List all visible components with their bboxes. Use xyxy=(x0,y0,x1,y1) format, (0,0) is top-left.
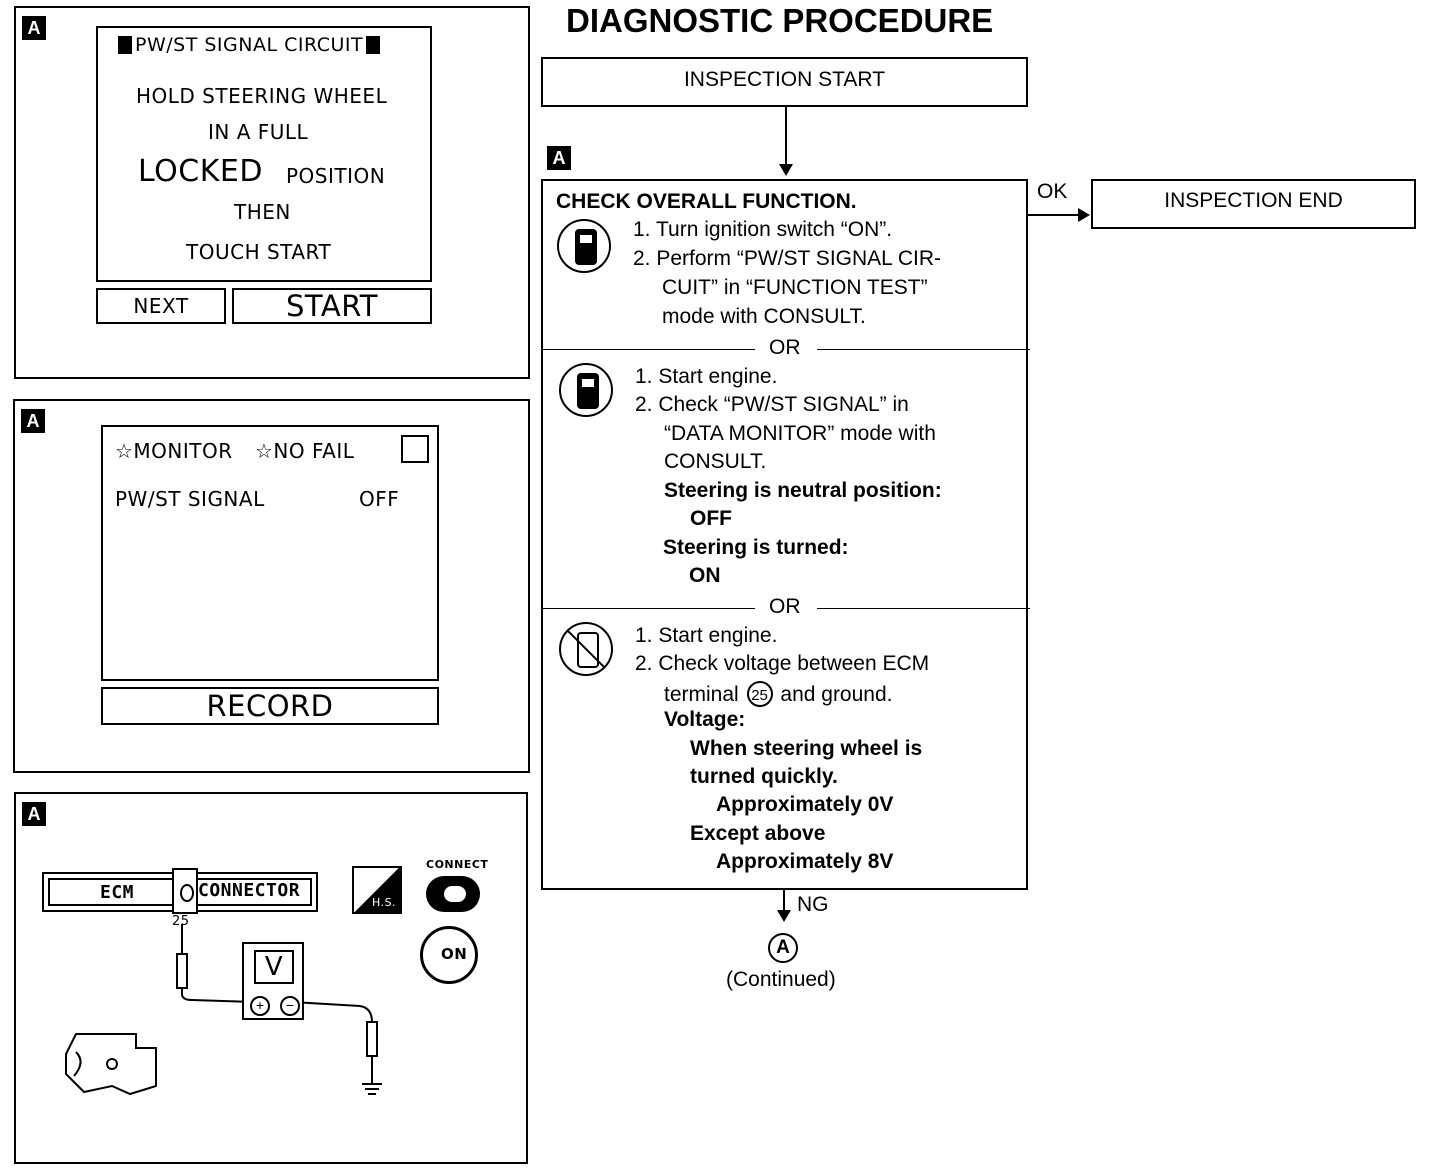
voltage-check-illustration-panel: A ECM CONNECTOR 25 V + − H.S. CONNECT xyxy=(14,792,528,1164)
or-divider-right xyxy=(817,349,1030,350)
next-button[interactable]: NEXT xyxy=(96,288,226,324)
terminal-25-icon: 25 xyxy=(746,681,773,707)
instruction-line-2: IN A FULL xyxy=(208,120,309,144)
figure-tag-a: A xyxy=(22,802,46,826)
monitor-screen: ☆MONITOR ☆NO FAIL PW/ST SIGNAL OFF xyxy=(101,425,439,681)
black-square-icon xyxy=(366,36,381,54)
black-square-icon xyxy=(118,36,132,54)
terminal-number: 25 xyxy=(172,914,190,929)
voltmeter-wiring xyxy=(65,924,382,1096)
instruction-line-4: THEN xyxy=(234,200,291,224)
quick-turn-value: Approximately 0V xyxy=(716,793,894,816)
neutral-value: OFF xyxy=(690,507,732,530)
continued-label: (Continued) xyxy=(726,968,836,991)
screen-header: PW/ST SIGNAL CIRCUIT xyxy=(118,34,381,56)
start-button[interactable]: START xyxy=(232,288,432,324)
instruction-position: POSITION xyxy=(286,164,386,188)
figure-tag-a: A xyxy=(22,16,46,40)
consult-data-monitor-panel: A ☆MONITOR ☆NO FAIL PW/ST SIGNAL OFF REC… xyxy=(13,399,530,773)
section1-step2: 2. Perform “PW/ST SIGNAL CIR- xyxy=(633,247,942,270)
connector-line xyxy=(785,107,787,167)
no-tester-icon xyxy=(559,622,613,676)
ecm-label: ECM xyxy=(100,882,135,903)
consult-screen: PW/ST SIGNAL CIRCUIT HOLD STEERING WHEEL… xyxy=(96,26,432,282)
or-divider-left xyxy=(543,349,755,350)
section2-step2: 2. Check “PW/ST SIGNAL” in xyxy=(635,393,909,416)
or-label: OR xyxy=(769,336,801,359)
terminal-socket xyxy=(172,868,198,914)
section1-step2-cont2: mode with CONSULT. xyxy=(662,305,866,328)
figure-tag-a: A xyxy=(547,146,571,170)
voltmeter-display: V xyxy=(254,950,294,984)
ok-label: OK xyxy=(1037,180,1068,203)
ok-connector-line xyxy=(1028,214,1080,216)
section3-step2: 2. Check voltage between ECM xyxy=(635,652,930,675)
neutral-condition: Steering is neutral position: xyxy=(664,479,942,502)
voltage-label: Voltage: xyxy=(664,708,746,731)
or-divider-right xyxy=(817,608,1030,609)
consult-tester-icon xyxy=(557,219,611,273)
consult-tester-icon xyxy=(559,363,613,417)
turned-value: ON xyxy=(689,564,721,587)
connect-plug-icon xyxy=(426,876,480,912)
inspection-start-box: INSPECTION START xyxy=(541,57,1028,107)
other-value: Approximately 8V xyxy=(716,850,894,873)
turned-condition: Steering is turned: xyxy=(663,536,849,559)
arrow-down-icon xyxy=(777,910,791,922)
section2-step1: 1. Start engine. xyxy=(635,365,778,388)
section3-step1: 1. Start engine. xyxy=(635,624,778,647)
voltmeter: V + − xyxy=(242,942,304,1020)
connector-label: CONNECTOR xyxy=(198,880,301,901)
arrow-right-icon xyxy=(1078,208,1090,222)
or-label: OR xyxy=(769,595,801,618)
page-title: DIAGNOSTIC PROCEDURE xyxy=(566,2,994,39)
other-condition: Except above xyxy=(690,822,826,845)
continuation-circle: A xyxy=(768,933,798,963)
monitor-label: ☆MONITOR xyxy=(115,439,233,463)
connect-label: CONNECT xyxy=(426,858,489,871)
inspection-end-box: INSPECTION END xyxy=(1091,179,1416,229)
section3-terminal-text: terminal 25 and ground. xyxy=(664,681,893,707)
no-fail-label: ☆NO FAIL xyxy=(255,439,355,463)
section2-step2-cont: “DATA MONITOR” mode with xyxy=(664,422,936,445)
section2-step2-cont2: CONSULT. xyxy=(664,450,767,473)
signal-label: PW/ST SIGNAL xyxy=(115,487,265,511)
quick-turn-condition-cont: turned quickly. xyxy=(690,765,838,788)
checkbox-icon[interactable] xyxy=(401,435,429,463)
or-divider-left xyxy=(543,608,755,609)
hs-icon: H.S. xyxy=(352,866,402,914)
ng-connector-line xyxy=(783,890,785,914)
arrow-down-icon xyxy=(779,164,793,176)
record-button[interactable]: RECORD xyxy=(101,687,439,725)
check-title: CHECK OVERALL FUNCTION. xyxy=(556,190,857,213)
check-overall-function-box: CHECK OVERALL FUNCTION. 1. Turn ignition… xyxy=(541,179,1030,890)
instruction-line-5: TOUCH START xyxy=(186,240,332,264)
instruction-locked: LOCKED xyxy=(138,154,263,189)
ng-label: NG xyxy=(797,893,829,916)
minus-terminal-icon: − xyxy=(280,996,300,1016)
section1-step2-cont: CUIT” in “FUNCTION TEST” xyxy=(662,276,928,299)
section1-step1: 1. Turn ignition switch “ON”. xyxy=(633,218,893,241)
signal-value: OFF xyxy=(359,487,400,511)
ecm-connector: ECM CONNECTOR xyxy=(42,868,318,914)
quick-turn-condition: When steering wheel is xyxy=(690,737,923,760)
consult-function-test-panel: A PW/ST SIGNAL CIRCUIT HOLD STEERING WHE… xyxy=(14,6,530,379)
ignition-on-icon: ON xyxy=(420,926,478,984)
instruction-line-1: HOLD STEERING WHEEL xyxy=(136,84,388,108)
plus-terminal-icon: + xyxy=(250,996,270,1016)
figure-tag-a: A xyxy=(21,409,45,433)
